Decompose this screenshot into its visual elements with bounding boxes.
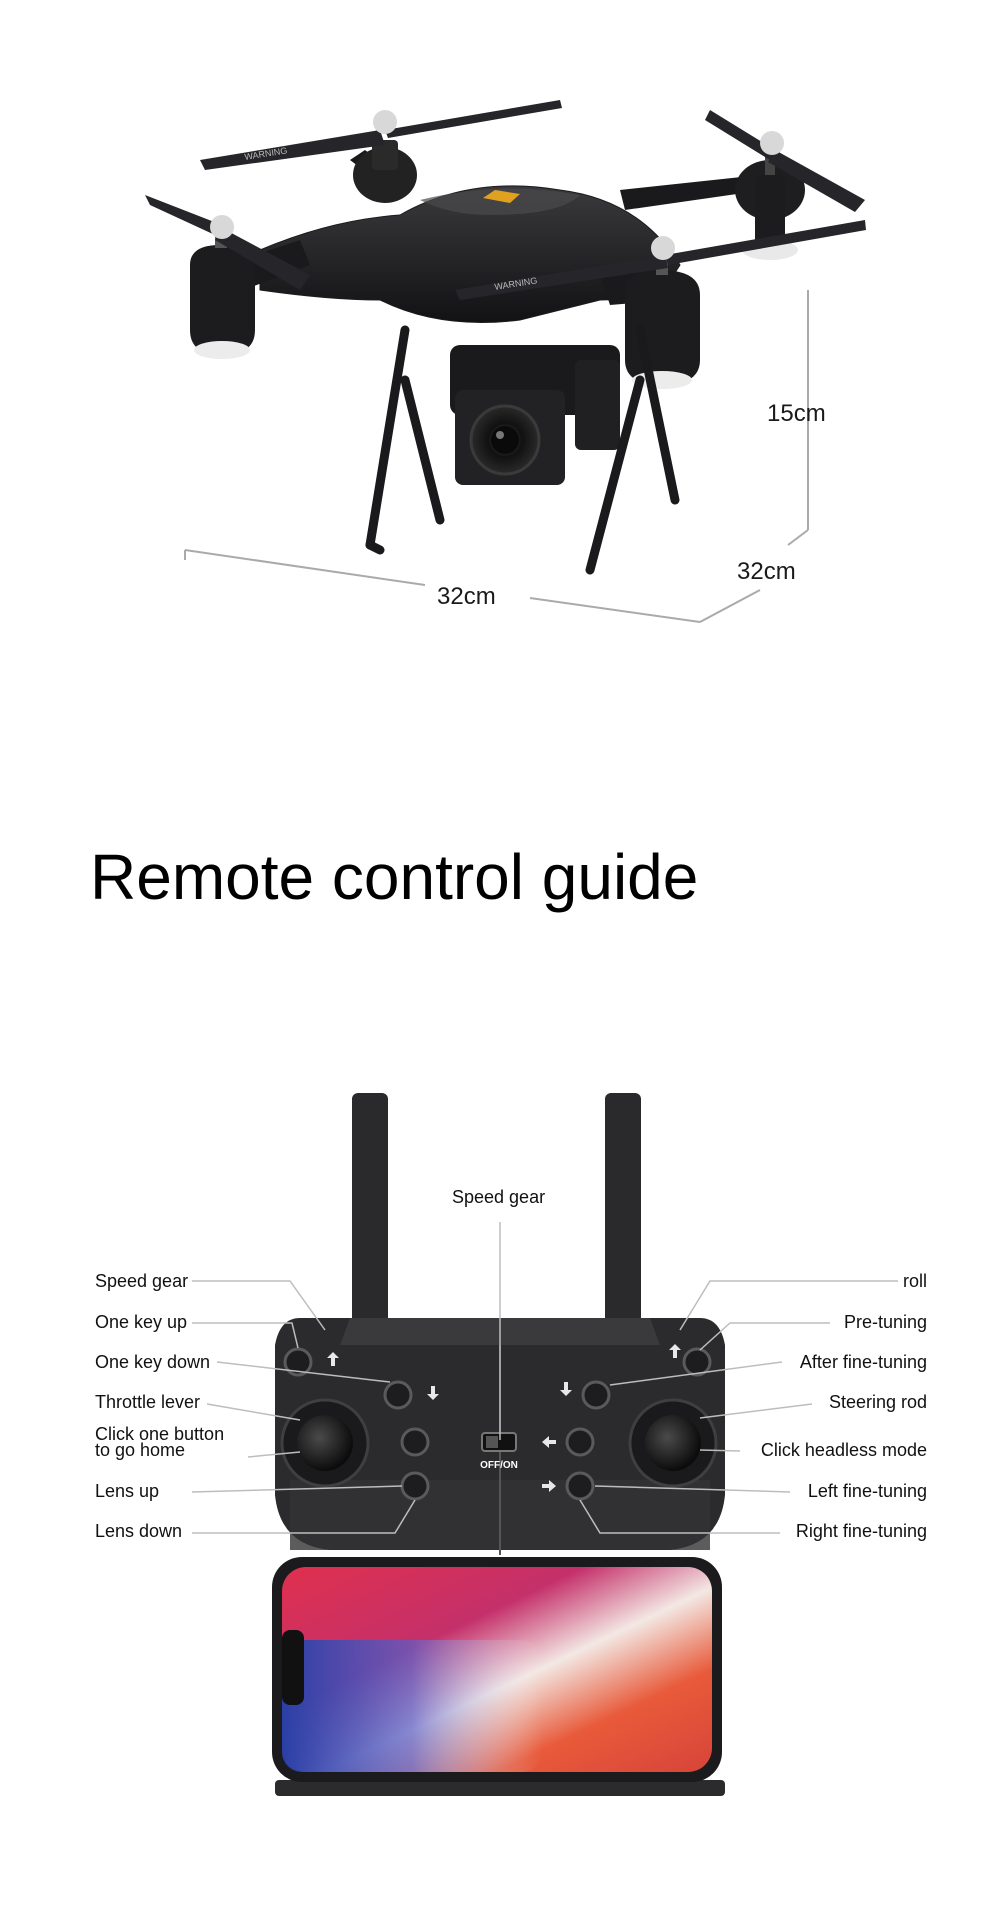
callout-one-button-home-line1: Click one button [95,1424,225,1444]
phone-holder-base [275,1780,725,1796]
arrow-down-icon [427,1386,439,1400]
arrow-right-icon [542,1480,556,1492]
power-switch [481,1432,517,1452]
dimension-depth-label: 32cm [737,558,796,585]
dimension-width-label: 32cm [437,583,496,610]
callout-after-fine-tuning: After fine-tuning [799,1352,927,1372]
callout-one-button-home-line2: to go home [95,1440,186,1460]
right-joystick [628,1398,718,1488]
callout-roll: roll [902,1271,927,1291]
motor-rear-left [353,140,417,203]
propeller-hubs [210,110,784,260]
callout-lens-down: Lens down [95,1521,183,1541]
drone-illustration: WARNING WARNING [145,100,866,623]
callout-pre-tuning: Pre-tuning [843,1312,927,1332]
callout-throttle-lever: Throttle lever [95,1392,201,1412]
callout-one-key-up: One key up [95,1312,188,1332]
arrow-left-icon [542,1436,556,1448]
left-joystick [280,1398,370,1488]
callout-one-key-down: One key down [95,1352,211,1372]
callout-steering-rod: Steering rod [828,1392,927,1412]
callout-headless-mode: Click headless mode [760,1440,927,1460]
callout-right-fine-tuning: Right fine-tuning [795,1521,927,1541]
arrow-up-icon [669,1344,681,1358]
dimension-height-label: 15cm [767,400,826,427]
dimension-lines [184,290,809,623]
callout-top-speed-gear: Speed gear [452,1187,546,1207]
arrow-up-icon [327,1352,339,1366]
propellers [145,100,866,300]
smartphone [272,1557,722,1782]
section-title: Remote control guide [90,841,699,913]
callout-lens-up: Lens up [95,1481,160,1501]
camera-gimbal [450,345,620,485]
callout-left-fine-tuning: Left fine-tuning [807,1481,927,1501]
landing-gear [365,325,680,575]
callout-speed-gear: Speed gear [95,1271,189,1291]
callout-lines [191,1222,898,1534]
antennas [352,1093,641,1323]
power-switch-label: OFF/ON [480,1460,518,1471]
arrow-marks [327,1344,681,1492]
logo-mark [483,190,520,203]
controller-buttons [283,1347,712,1501]
arrow-down-icon [560,1382,572,1396]
